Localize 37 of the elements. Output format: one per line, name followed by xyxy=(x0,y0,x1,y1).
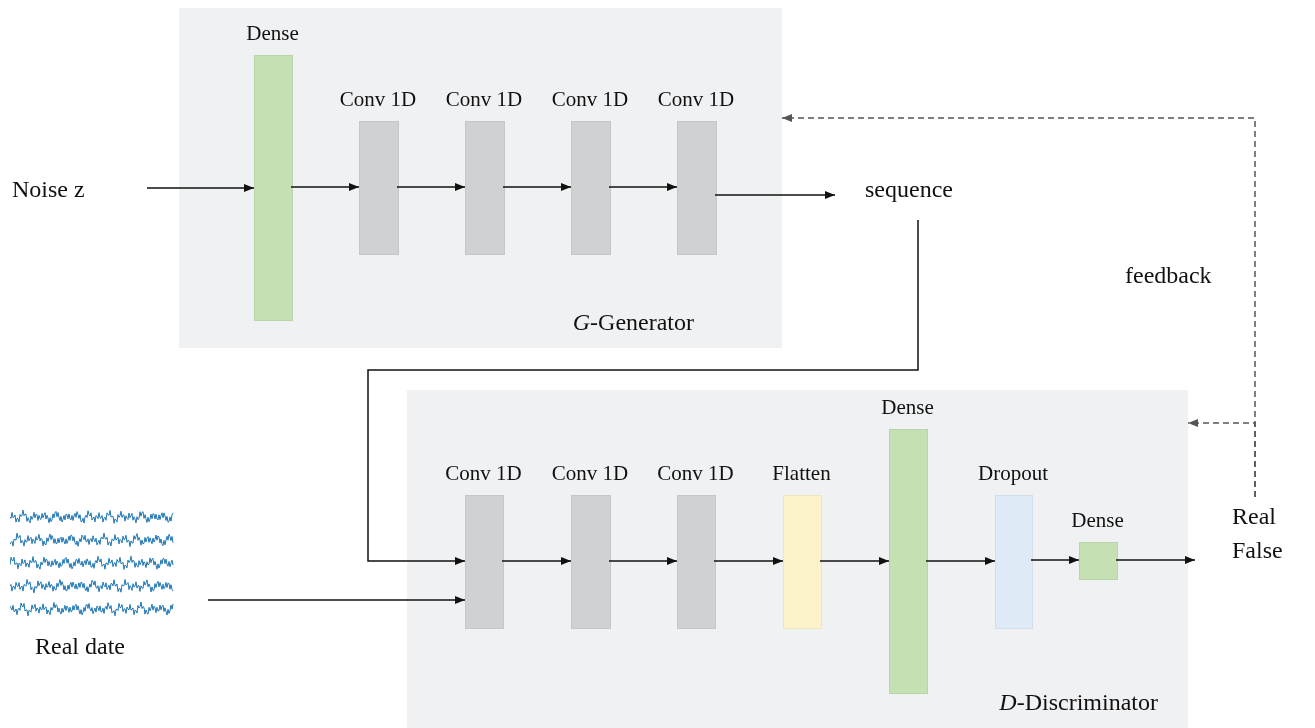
layer-label: Dense xyxy=(1070,508,1125,533)
network-panel xyxy=(179,8,782,348)
layer-label: Conv 1D xyxy=(338,87,418,112)
arrow xyxy=(502,183,572,191)
arrow xyxy=(713,557,784,565)
panel-title: D-Discriminator xyxy=(999,689,1158,716)
layer-label: Flatten xyxy=(771,461,832,486)
node-text: Real xyxy=(1232,502,1276,531)
arrow xyxy=(925,557,996,565)
layer-label: Conv 1D xyxy=(444,87,524,112)
caption-text: Real date xyxy=(35,633,125,660)
layer-label: Conv 1D xyxy=(656,461,735,486)
arrow xyxy=(207,596,466,604)
layer-label: Dense xyxy=(880,395,935,420)
arrow xyxy=(608,557,678,565)
arrow xyxy=(714,191,836,199)
layer-label: Conv 1D xyxy=(444,461,523,486)
layer-label: Conv 1D xyxy=(550,461,630,486)
arrow xyxy=(396,183,466,191)
dashed-arrow xyxy=(1187,419,1256,498)
network-panel xyxy=(407,390,1188,728)
panel-title: G-Generator xyxy=(572,309,694,336)
layer-label: Dense xyxy=(245,21,300,46)
node-text: Noise z xyxy=(12,175,85,204)
arrow xyxy=(1030,556,1080,564)
arrow xyxy=(146,184,255,192)
arrow xyxy=(608,183,678,191)
arrow xyxy=(501,557,572,565)
node-text: sequence xyxy=(865,175,953,204)
layer-label: Conv 1D xyxy=(656,87,736,112)
arrow xyxy=(290,183,360,191)
layer-label: Conv 1D xyxy=(550,87,630,112)
arrow xyxy=(819,557,890,565)
node-text: False xyxy=(1232,536,1283,565)
layer-label: Dropout xyxy=(977,461,1049,486)
arrow xyxy=(367,219,919,565)
arrow xyxy=(1115,556,1196,564)
